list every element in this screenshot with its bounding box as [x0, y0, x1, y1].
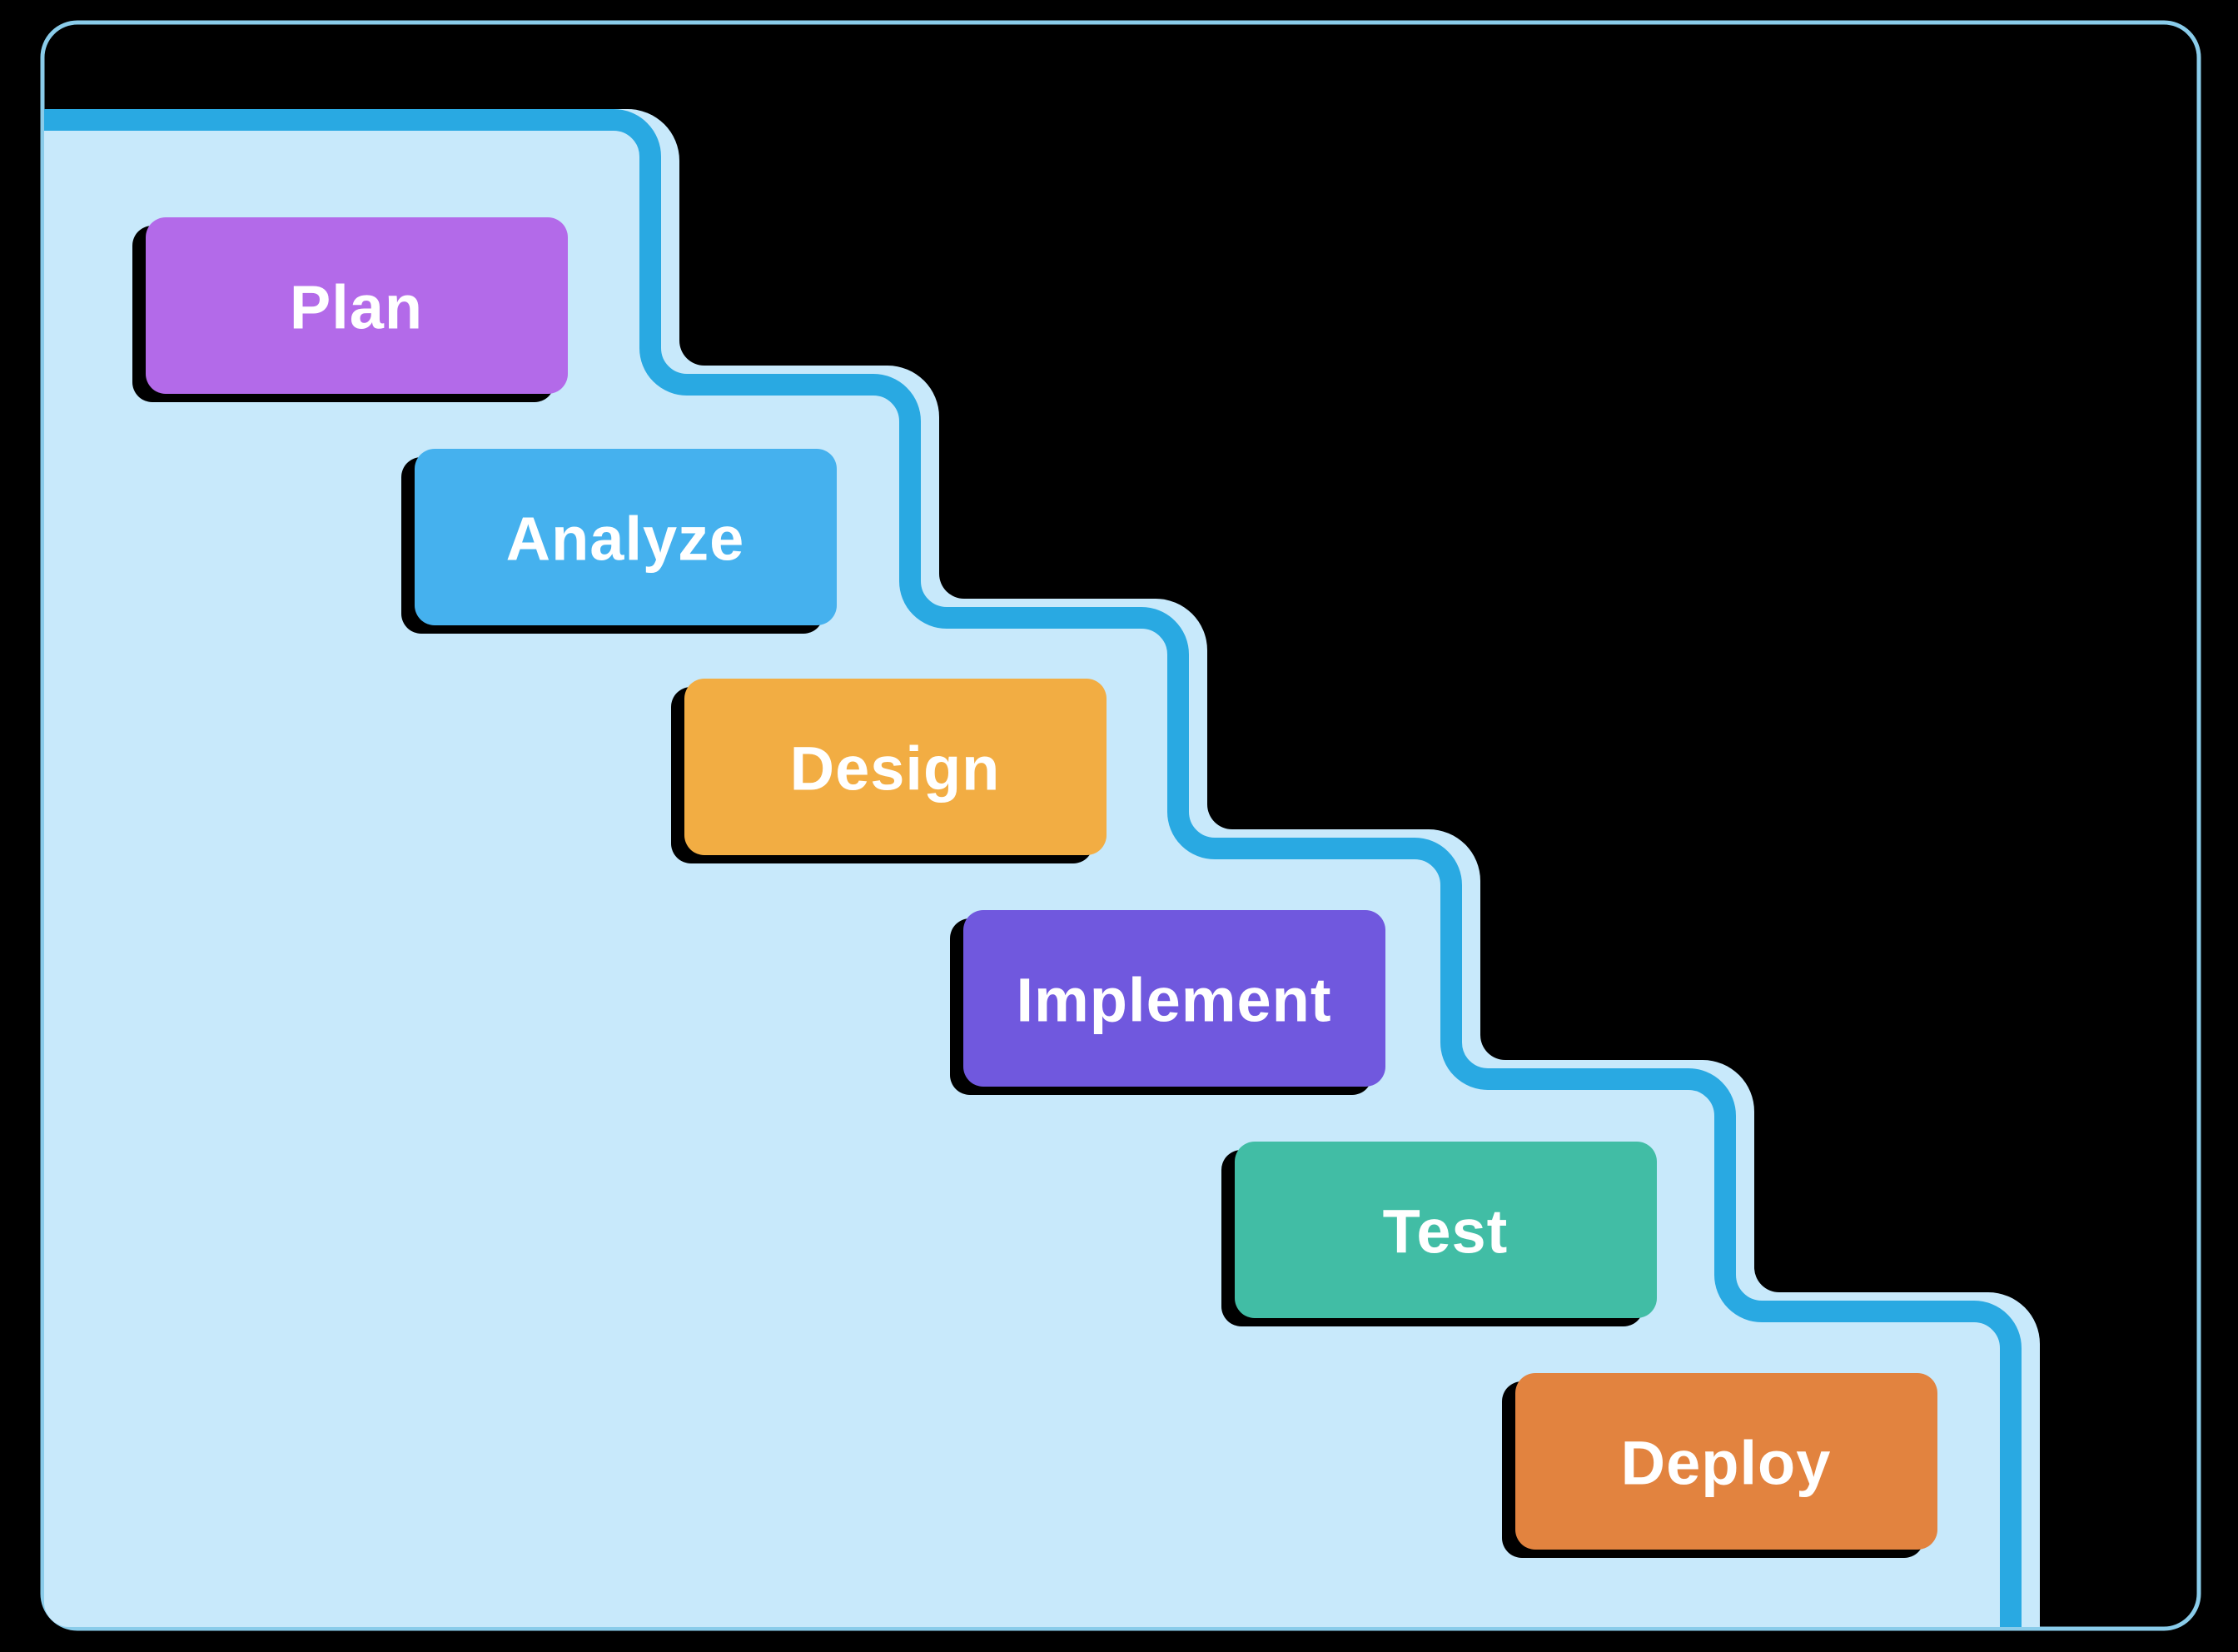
- stage-box: [1515, 1373, 1937, 1550]
- stage-label: Deploy: [1621, 1429, 1832, 1498]
- stage-box: [963, 910, 1385, 1087]
- stage-label: Test: [1383, 1197, 1509, 1266]
- stage-box-analyze[interactable]: Analyze: [401, 449, 837, 634]
- stage-box-implement[interactable]: Implement: [950, 910, 1385, 1095]
- stage-box-design[interactable]: Design: [671, 679, 1107, 863]
- stage-box: [146, 217, 568, 394]
- stage-box: [415, 449, 837, 625]
- stage-label: Plan: [290, 273, 423, 342]
- stage-label: Analyze: [506, 505, 745, 574]
- stage-box: [684, 679, 1107, 855]
- stage-label: Implement: [1016, 966, 1331, 1035]
- stage-box-test[interactable]: Test: [1221, 1142, 1657, 1326]
- stair-step-line: [44, 109, 2022, 1627]
- stage-box-deploy[interactable]: Deploy: [1502, 1373, 1937, 1558]
- stage-box: [1235, 1142, 1657, 1318]
- stage-box-plan[interactable]: Plan: [132, 217, 568, 402]
- stage-label: Design: [790, 734, 1001, 804]
- outer-border: [40, 20, 2201, 1631]
